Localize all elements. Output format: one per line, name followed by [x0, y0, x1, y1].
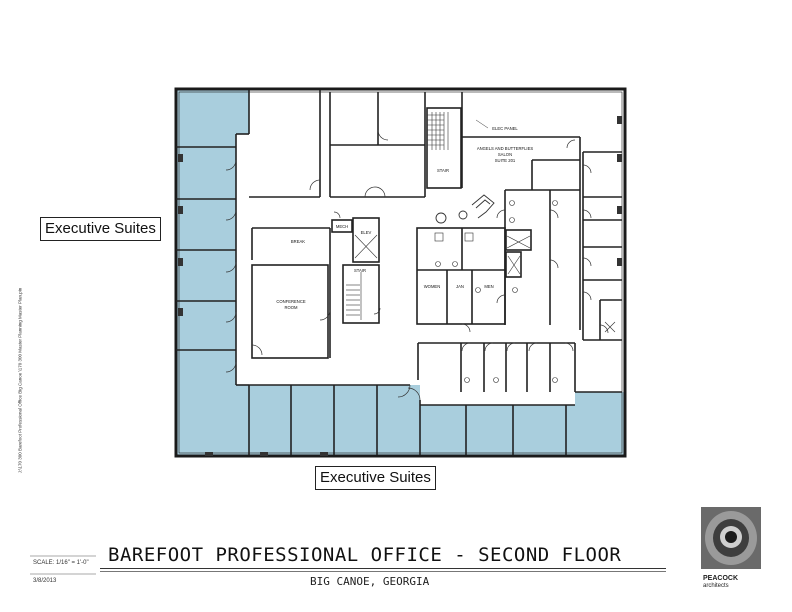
- drawing-date: 3/8/2013: [33, 578, 57, 584]
- stair-treads: [346, 112, 449, 320]
- drawing-title: BAREFOOT PROFESSIONAL OFFICE - SECOND FL…: [108, 544, 622, 566]
- drawing-subtitle: BIG CANOE, GEORGIA: [310, 575, 430, 588]
- title-underline: [100, 568, 666, 569]
- label-conference-2: ROOM: [284, 305, 298, 310]
- column-marks: [178, 116, 622, 456]
- label-salon-3: SUITE 201: [495, 158, 516, 163]
- room-labels: ELEC PANEL ANGELS AND BUTTERFLIES SALON …: [276, 126, 533, 310]
- firm-name: PEACOCK: [703, 575, 739, 582]
- label-elec-panel: ELEC PANEL: [492, 126, 518, 131]
- label-salon-1: ANGELS AND BUTTERFLIES: [477, 146, 534, 151]
- label-salon-2: SALON: [498, 152, 512, 157]
- restroom-fixtures: [434, 200, 616, 383]
- label-mech: MECH: [336, 224, 348, 229]
- leader-line: [475, 119, 489, 129]
- file-path-note: J:\170 300 Barefoot Professional Office …: [17, 287, 23, 474]
- label-break: BREAK: [291, 239, 305, 244]
- label-stair-upper: STAIR: [437, 168, 449, 173]
- drawing-scale: SCALE: 1/16" = 1'-0": [33, 560, 89, 566]
- label-women: WOMEN: [424, 284, 441, 289]
- firm-logo: [701, 507, 761, 569]
- elevator-symbol: [354, 234, 378, 259]
- firm-tagline: architects: [703, 583, 729, 589]
- label-elev: ELEV: [361, 230, 372, 235]
- label-men: MEN: [484, 284, 493, 289]
- executive-suites-callout-bottom: Executive Suites: [315, 466, 436, 490]
- title-underline-secondary: [100, 571, 666, 572]
- title-block-lines: [30, 555, 96, 575]
- interior-walls: [176, 90, 622, 455]
- label-jan: JAN: [456, 284, 464, 289]
- salon-counter: [435, 194, 495, 224]
- label-conference-1: CONFERENCE: [276, 299, 306, 304]
- label-stair-lower: STAIR: [354, 268, 366, 273]
- executive-suites-callout-left: Executive Suites: [40, 217, 161, 241]
- exterior-walls: [174, 87, 627, 458]
- door-swings: [225, 129, 609, 401]
